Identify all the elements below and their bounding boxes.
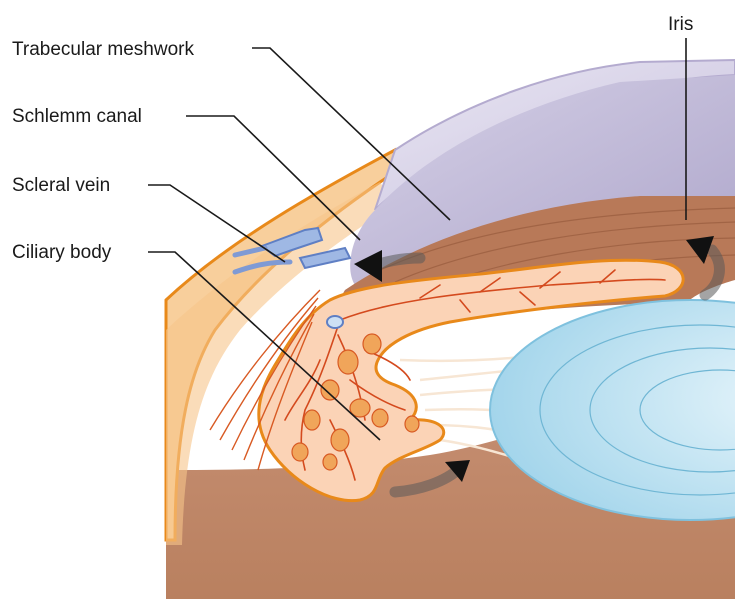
label-trabecular-meshwork: Trabecular meshwork [12, 39, 194, 60]
label-scleral-vein: Scleral vein [12, 175, 110, 196]
label-schlemm-canal: Schlemm canal [12, 106, 142, 127]
label-ciliary-body: Ciliary body [12, 242, 112, 263]
blood-vessel-cross-section [327, 316, 343, 328]
label-iris: Iris [668, 14, 693, 35]
